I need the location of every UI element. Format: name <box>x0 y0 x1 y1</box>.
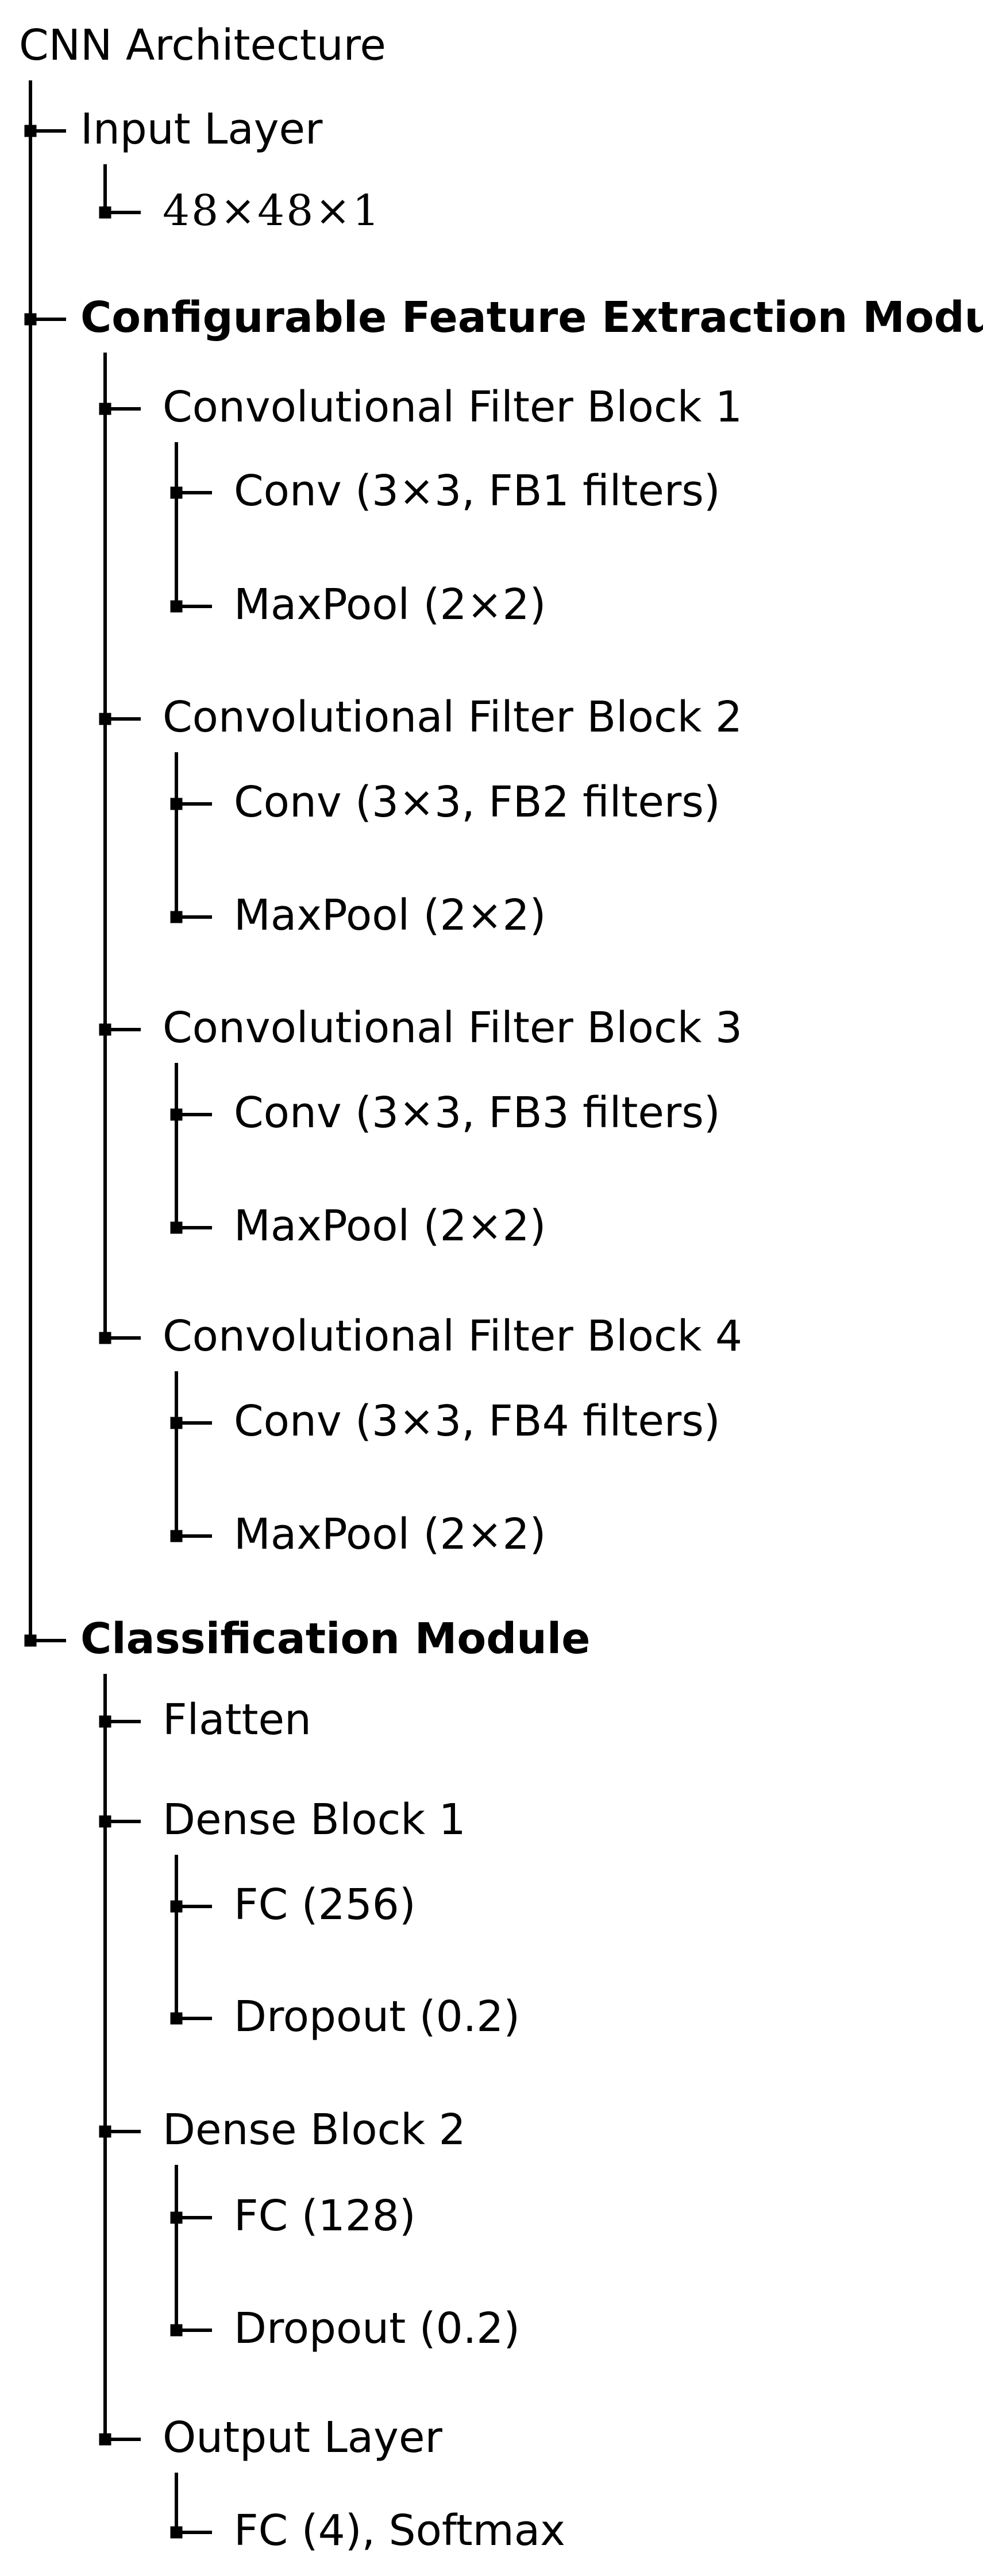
tree-joint-dot <box>99 1715 111 1728</box>
tree-trunk-line <box>175 442 178 606</box>
tree-trunk-line <box>175 1371 178 1536</box>
tree-trunk-line <box>175 1855 178 2018</box>
tree-connector-line <box>176 605 212 608</box>
tree-joint-dot <box>99 2125 111 2138</box>
tree-node-label-maxpool-2: MaxPool (2×2) <box>234 891 546 941</box>
tree-joint-dot <box>24 313 37 326</box>
tree-node-label-conv-4: Conv (3×3, FB4 filters) <box>234 1397 720 1446</box>
tree-connector-line <box>176 2017 212 2020</box>
tree-joint-dot <box>99 403 111 415</box>
tree-connector-line <box>105 2130 141 2133</box>
tree-node-label-fc-4-softmax: FC (4), Softmax <box>234 2506 565 2556</box>
tree-joint-dot <box>170 1221 183 1234</box>
tree-joint-dot <box>24 125 37 137</box>
tree-joint-dot <box>170 2211 183 2224</box>
tree-connector-line <box>176 1905 212 1908</box>
tree-connector-line <box>176 2329 212 2332</box>
tree-trunk-line <box>103 353 107 1338</box>
tree-trunk-line <box>175 1063 178 1228</box>
tree-connector-line <box>105 1720 141 1723</box>
tree-node-label-fc-256: FC (256) <box>234 1880 416 1930</box>
tree-node-label-input-shape: 48×48×1 <box>163 186 381 236</box>
tree-connector-line <box>176 2216 212 2219</box>
tree-connector-line <box>105 1820 141 1823</box>
tree-node-label-conv-2: Conv (3×3, FB2 filters) <box>234 778 720 827</box>
tree-node-label-fc-128: FC (128) <box>234 2191 416 2241</box>
tree-node-label-flatten: Flatten <box>163 1695 311 1745</box>
tree-node-label-dense-block-2: Dense Block 2 <box>163 2105 466 2155</box>
tree-trunk-line <box>29 80 32 1641</box>
tree-node-label-conv-block-4: Convolutional Filter Block 4 <box>163 1312 743 1362</box>
tree-joint-dot <box>170 1417 183 1429</box>
tree-joint-dot <box>170 486 183 499</box>
tree-joint-dot <box>170 1108 183 1121</box>
tree-node-label-conv-block-1: Convolutional Filter Block 1 <box>163 382 743 432</box>
tree-connector-line <box>105 211 141 214</box>
tree-connector-line <box>30 1639 66 1642</box>
tree-node-label-dropout-1: Dropout (0.2) <box>234 1992 521 2042</box>
tree-connector-line <box>105 2438 141 2441</box>
tree-node-label-maxpool-3: MaxPool (2×2) <box>234 1201 546 1251</box>
tree-node-label-input-layer: Input Layer <box>80 105 323 154</box>
tree-joint-dot <box>170 1900 183 1913</box>
tree-node-label-conv-1: Conv (3×3, FB1 filters) <box>234 466 720 516</box>
tree-joint-dot <box>24 1634 37 1647</box>
tree-trunk-line <box>103 1674 107 2439</box>
tree-connector-line <box>30 318 66 321</box>
tree-connector-line <box>105 1028 141 1031</box>
tree-trunk-line <box>175 752 178 917</box>
tree-node-label-class-module: Classification Module <box>80 1614 591 1664</box>
tree-node-label-feature-module: Configurable Feature Extraction Module <box>80 293 983 343</box>
tree-trunk-line <box>175 2165 178 2330</box>
tree-joint-dot <box>99 1815 111 1828</box>
tree-connector-line <box>176 915 212 919</box>
tree-joint-dot <box>170 600 183 613</box>
tree-connector-line <box>30 129 66 133</box>
tree-joint-dot <box>170 798 183 810</box>
tree-joint-dot <box>170 2324 183 2337</box>
tree-connector-line <box>176 2531 212 2534</box>
tree-node-label-maxpool-1: MaxPool (2×2) <box>234 580 546 630</box>
tree-node-label-dense-block-1: Dense Block 1 <box>163 1795 466 1845</box>
tree-joint-dot <box>170 2526 183 2539</box>
tree-node-label-conv-3: Conv (3×3, FB3 filters) <box>234 1088 720 1138</box>
tree-joint-dot <box>170 1530 183 1542</box>
tree-connector-line <box>176 1113 212 1116</box>
tree-joint-dot <box>99 206 111 219</box>
tree-connector-line <box>105 717 141 721</box>
tree-connector-line <box>105 407 141 411</box>
tree-trunk-line <box>175 2473 178 2532</box>
tree-node-label-dropout-2: Dropout (0.2) <box>234 2304 521 2354</box>
tree-joint-dot <box>99 1332 111 1344</box>
tree-trunk-line <box>103 164 107 212</box>
tree-connector-line <box>176 1226 212 1229</box>
tree-node-label-output-layer: Output Layer <box>163 2413 442 2463</box>
tree-connector-line <box>105 1336 141 1340</box>
tree-joint-dot <box>170 911 183 923</box>
tree-node-label-root: CNN Architecture <box>19 21 386 71</box>
tree-node-label-conv-block-2: Convolutional Filter Block 2 <box>163 693 743 742</box>
tree-connector-line <box>176 802 212 806</box>
tree-joint-dot <box>99 1023 111 1036</box>
tree-connector-line <box>176 1421 212 1425</box>
tree-connector-line <box>176 1534 212 1538</box>
tree-joint-dot <box>170 2012 183 2025</box>
tree-node-label-conv-block-3: Convolutional Filter Block 3 <box>163 1003 743 1053</box>
tree-joint-dot <box>99 2433 111 2446</box>
tree-node-label-maxpool-4: MaxPool (2×2) <box>234 1510 546 1560</box>
tree-connector-line <box>176 491 212 494</box>
tree-joint-dot <box>99 713 111 725</box>
